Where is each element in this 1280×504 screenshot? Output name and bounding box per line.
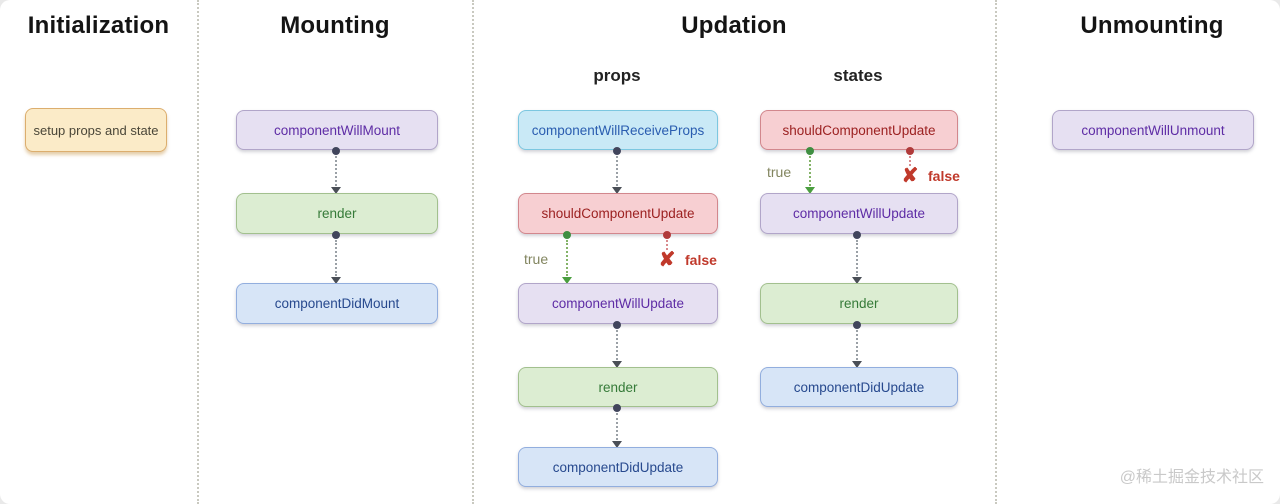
column-title-updation: Updation [681, 12, 787, 39]
arrow-origin-dot [853, 231, 861, 239]
true-label: true [524, 251, 549, 267]
column-title-initialization: Initialization [27, 12, 170, 39]
node-componentwillreceiveprops: componentWillReceiveProps [518, 110, 718, 150]
watermark: @稀土掘金技术社区 [1119, 469, 1264, 486]
true-branch-arrow [805, 147, 815, 194]
arrowhead-icon [562, 277, 572, 284]
arrowhead-icon [612, 187, 622, 194]
arrow-origin-dot [613, 404, 621, 412]
flow-arrow [331, 147, 341, 194]
arrow-origin-dot [332, 231, 340, 239]
false-branch-arrow: ✘ [902, 147, 918, 186]
x-mark-icon: ✘ [658, 249, 676, 271]
node-shouldcomponentupdate: shouldComponentUpdate [518, 193, 718, 234]
arrowhead-icon [852, 277, 862, 284]
flow-arrow [612, 147, 622, 194]
node-componentwillunmount: componentWillUnmount [1052, 110, 1254, 150]
arrowhead-icon [852, 361, 862, 368]
flow-arrow [612, 404, 622, 448]
node-render: render [518, 367, 718, 407]
subtitle-states: states [833, 66, 883, 85]
column-divider [197, 0, 199, 504]
dotted-line [909, 156, 911, 166]
flow-arrow [852, 321, 862, 368]
arrow-origin-dot [806, 147, 814, 155]
node-componentwillupdate: componentWillUpdate [760, 193, 958, 234]
dotted-line [335, 240, 337, 276]
dotted-line [616, 330, 618, 360]
arrow-origin-dot [663, 231, 671, 239]
dotted-line [856, 240, 858, 276]
dotted-line [616, 156, 618, 186]
arrow-origin-dot [563, 231, 571, 239]
dotted-line [666, 240, 668, 250]
node-componentwillupdate: componentWillUpdate [518, 283, 718, 324]
dotted-line [616, 413, 618, 440]
arrow-origin-dot [332, 147, 340, 155]
node-shouldcomponentupdate: shouldComponentUpdate [760, 110, 958, 150]
column-divider [472, 0, 474, 504]
arrowhead-icon [331, 187, 341, 194]
flow-arrow [331, 231, 341, 284]
node-setup-props-and-state: setup props and state [25, 108, 167, 152]
arrowhead-icon [612, 361, 622, 368]
true-branch-arrow [562, 231, 572, 284]
node-componentwillmount: componentWillMount [236, 110, 438, 150]
dotted-line [809, 156, 811, 186]
arrowhead-icon [331, 277, 341, 284]
x-mark-icon: ✘ [901, 165, 919, 187]
arrow-origin-dot [613, 147, 621, 155]
flow-arrow [612, 321, 622, 368]
arrowhead-icon [805, 187, 815, 194]
arrow-origin-dot [906, 147, 914, 155]
node-componentdidupdate: componentDidUpdate [518, 447, 718, 487]
dotted-line [566, 240, 568, 276]
arrow-origin-dot [613, 321, 621, 329]
node-render: render [236, 193, 438, 234]
subtitle-props: props [593, 66, 641, 85]
false-label: false [685, 252, 717, 268]
column-title-mounting: Mounting [280, 12, 390, 39]
node-componentdidmount: componentDidMount [236, 283, 438, 324]
true-label: true [767, 164, 792, 180]
node-render: render [760, 283, 958, 324]
arrowhead-icon [612, 441, 622, 448]
false-label: false [928, 168, 960, 184]
dotted-line [856, 330, 858, 360]
arrow-origin-dot [853, 321, 861, 329]
dotted-line [335, 156, 337, 186]
column-title-unmounting: Unmounting [1080, 12, 1224, 39]
false-branch-arrow: ✘ [659, 231, 675, 270]
column-divider [995, 0, 997, 504]
flow-arrow [852, 231, 862, 284]
node-componentdidupdate: componentDidUpdate [760, 367, 958, 407]
